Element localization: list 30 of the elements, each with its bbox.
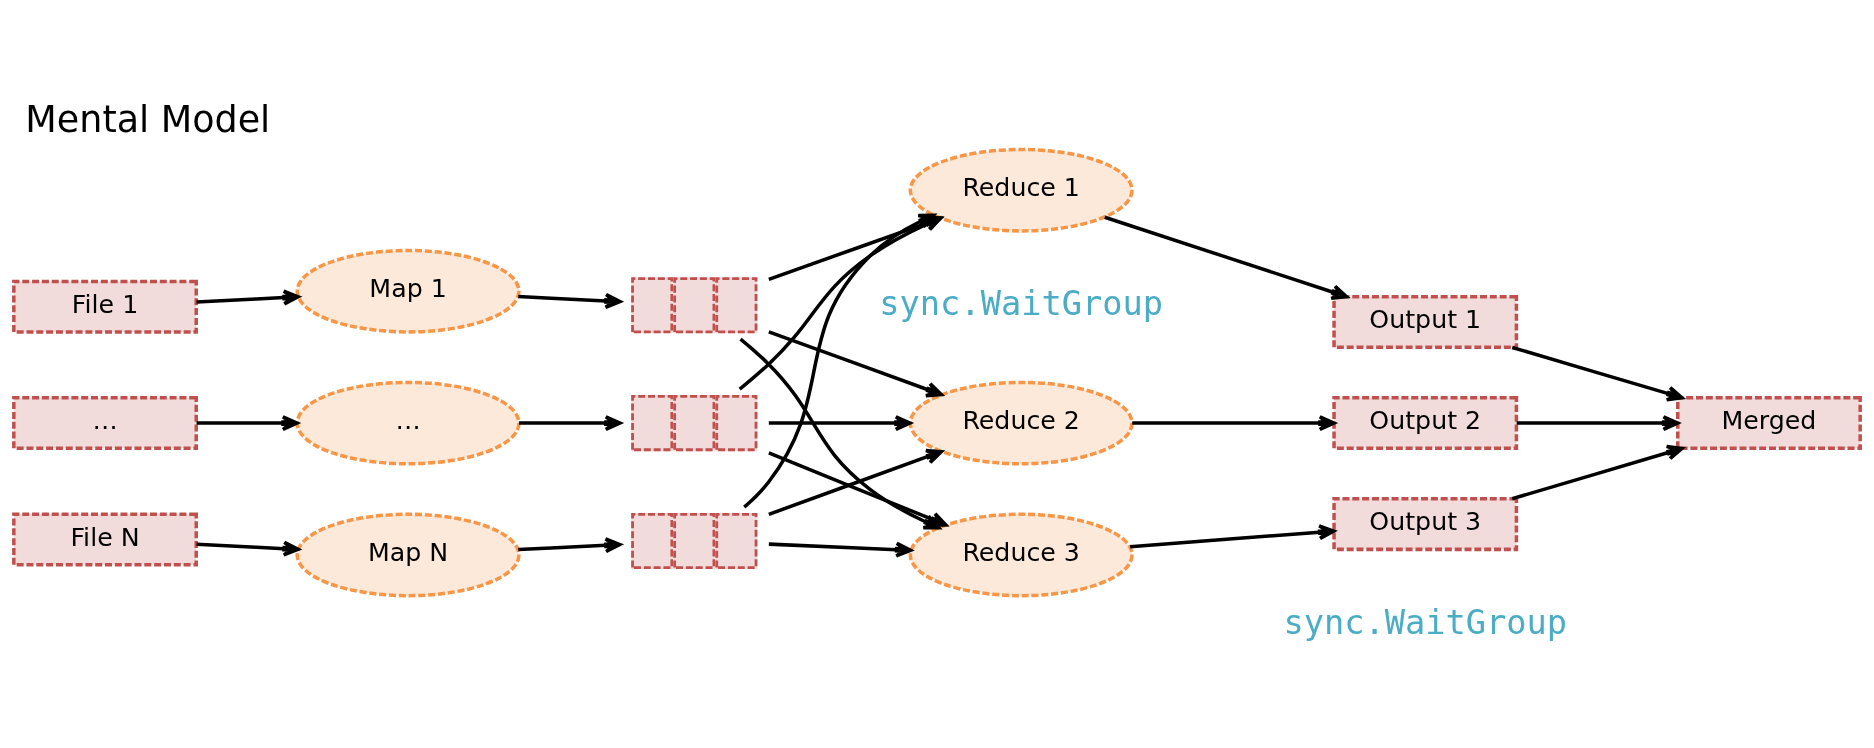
arrow: [518, 537, 622, 554]
arrow: [196, 540, 300, 557]
arrow: [1129, 524, 1336, 549]
arrow: [1104, 215, 1349, 301]
arrow: [196, 415, 299, 432]
arrow: [1132, 415, 1336, 432]
arrow: [1511, 345, 1684, 402]
node-box: Merged: [1676, 396, 1862, 451]
node-box: File 1: [12, 279, 198, 334]
arrow: [1511, 444, 1684, 501]
arrow: [768, 415, 912, 432]
label: sync.WaitGroup: [879, 284, 1164, 324]
arrow: [743, 213, 936, 509]
node-box: Output 2: [1332, 396, 1519, 451]
node-ellipse: Map 1: [295, 248, 521, 334]
arrow: [519, 415, 622, 432]
node-ellipse: …: [295, 380, 521, 466]
arrow: [1516, 415, 1680, 432]
label: sync.WaitGroup: [1283, 602, 1568, 642]
node-box: Output 3: [1332, 497, 1519, 552]
node-box: Output 1: [1332, 295, 1519, 350]
arrow: [518, 292, 622, 309]
arrow: [768, 541, 913, 558]
arrow: [768, 330, 943, 398]
node-ellipse: Map N: [295, 512, 521, 598]
diagram-title: Mental Model: [25, 98, 271, 142]
arrow: [768, 448, 943, 516]
node-box: File N: [12, 512, 198, 567]
node-box: …: [12, 396, 198, 451]
arrow: [196, 289, 300, 306]
